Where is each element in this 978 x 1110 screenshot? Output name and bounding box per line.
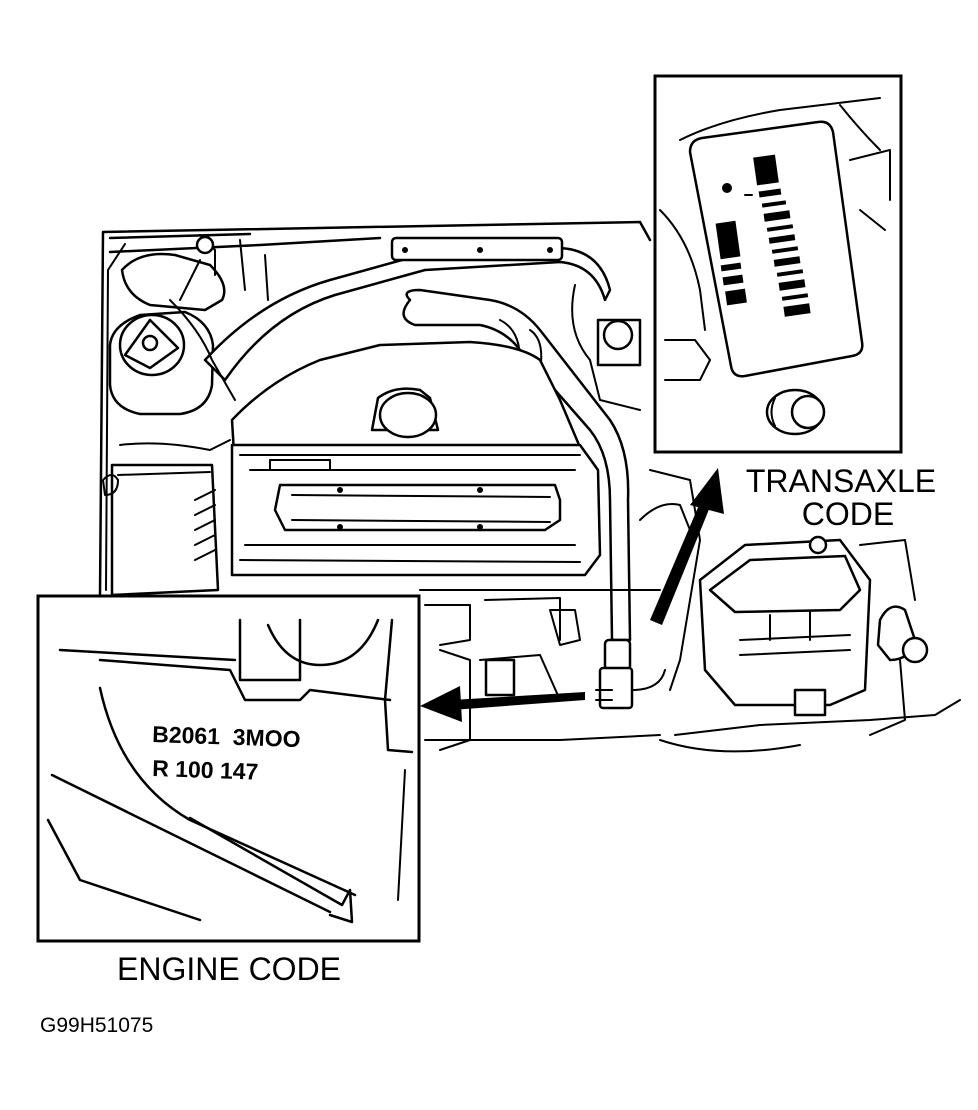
engine-pointer-arrow <box>420 686 585 722</box>
transaxle-label-line-2: CODE <box>802 496 894 532</box>
barcode <box>715 154 811 317</box>
engine-code-line-2: R 100 147 <box>152 755 259 785</box>
transaxle-label-plate <box>688 120 864 378</box>
transaxle-pointer-arrow <box>650 468 724 625</box>
engine-compartment-illustration <box>98 220 961 753</box>
transaxle-code-inset <box>653 74 903 454</box>
engine-code-inset: B2061 3MOO R 100 147 <box>36 594 421 943</box>
engine-code-line-1: B2061 3MOO <box>152 721 301 752</box>
figure-id: G99H51075 <box>40 1014 153 1037</box>
transaxle-label-line-1: TRANSAXLE <box>746 463 936 499</box>
engine-code-label: ENGINE CODE <box>117 951 341 987</box>
